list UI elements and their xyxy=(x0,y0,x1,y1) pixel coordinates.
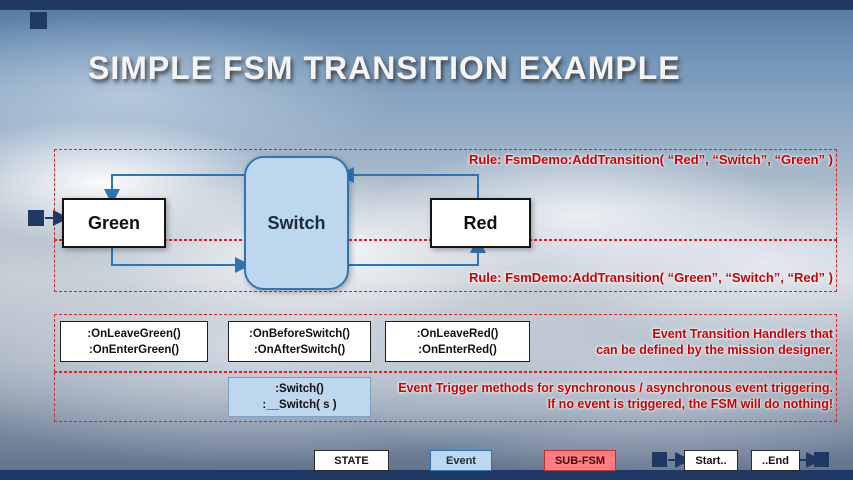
handler-line: :OnAfterSwitch() xyxy=(253,343,346,356)
start-marker-square xyxy=(28,210,44,226)
legend-state-label: STATE xyxy=(334,454,369,467)
state-green-box: Green xyxy=(62,198,166,248)
trigger-line: :__Switch( s ) xyxy=(262,399,337,411)
legend-event-label: Event xyxy=(446,454,476,467)
legend-start-label: Start.. xyxy=(695,454,727,467)
handler-line: :OnBeforeSwitch() xyxy=(249,327,350,340)
legend-end-box: ..End xyxy=(751,450,800,471)
legend-end-label: ..End xyxy=(762,454,789,467)
state-red-label: Red xyxy=(463,212,498,233)
slide-title: SIMPLE FSM TRANSITION EXAMPLE xyxy=(88,50,681,86)
legend-subfsm-box: SUB-FSM xyxy=(544,450,616,471)
event-switch-label: Switch xyxy=(267,212,326,233)
legend-state-box: STATE xyxy=(314,450,389,471)
triggers-note: Event Trigger methods for synchronous / … xyxy=(398,380,833,412)
top-bar xyxy=(0,0,853,10)
rule-bottom-text: Rule: FsmDemo:AddTransition( “Green”, “S… xyxy=(468,270,833,285)
handlers-note-line1: Event Transition Handlers that xyxy=(652,327,833,341)
handler-line: :OnLeaveRed() xyxy=(416,327,499,340)
legend-start-box: Start.. xyxy=(684,450,738,471)
handler-line: :OnLeaveGreen() xyxy=(87,327,181,340)
handlers-region xyxy=(54,314,837,372)
triggers-region xyxy=(54,372,837,422)
handler-line: :OnEnterGreen() xyxy=(88,343,180,356)
legend-end-square xyxy=(814,452,829,467)
handlers-green-box: :OnLeaveGreen() :OnEnterGreen() xyxy=(60,321,208,362)
handler-line: :OnEnterRed() xyxy=(418,343,497,356)
state-red-box: Red xyxy=(430,198,531,248)
bottom-bar xyxy=(0,470,853,480)
event-switch-box: Switch xyxy=(244,156,349,290)
corner-square xyxy=(30,12,47,29)
triggers-note-line2: If no event is triggered, the FSM will d… xyxy=(547,397,833,411)
legend-start-square xyxy=(652,452,667,467)
legend-event-box: Event xyxy=(430,450,492,471)
handlers-note-line2: can be defined by the mission designer. xyxy=(596,343,833,357)
rule-top-text: Rule: FsmDemo:AddTransition( “Red”, “Swi… xyxy=(468,152,833,167)
trigger-line: :Switch() xyxy=(275,383,324,395)
trigger-box: :Switch() :__Switch( s ) xyxy=(228,377,371,417)
handlers-switch-box: :OnBeforeSwitch() :OnAfterSwitch() xyxy=(228,321,371,362)
legend-subfsm-label: SUB-FSM xyxy=(554,454,606,467)
triggers-note-line1: Event Trigger methods for synchronous / … xyxy=(398,381,833,395)
handlers-red-box: :OnLeaveRed() :OnEnterRed() xyxy=(385,321,530,362)
handlers-note: Event Transition Handlers that can be de… xyxy=(596,326,833,358)
state-green-label: Green xyxy=(87,212,141,233)
